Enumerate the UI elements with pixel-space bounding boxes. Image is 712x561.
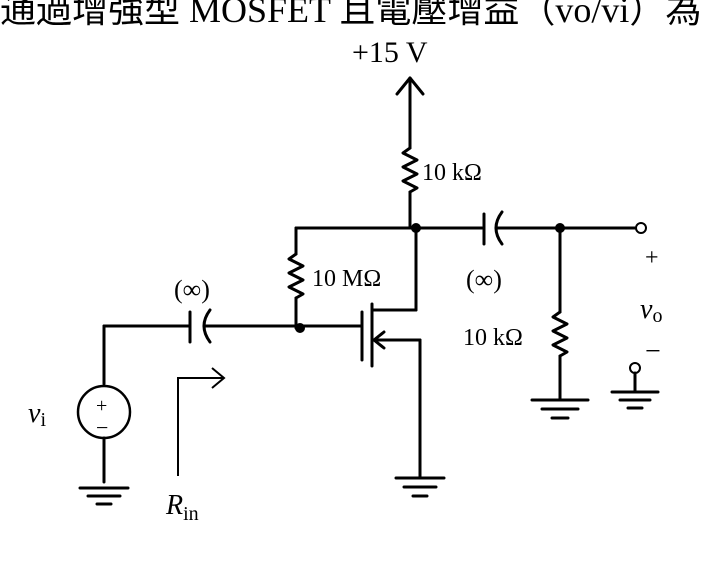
load-resistor xyxy=(551,226,569,402)
input-capacitor xyxy=(102,308,364,344)
input-ground xyxy=(78,486,130,506)
load-ground xyxy=(530,398,590,420)
supply-label: +15 V xyxy=(352,36,428,69)
vo-label: vo xyxy=(640,294,662,327)
source-plus: + xyxy=(96,395,107,417)
load-resistor-label: 10 kΩ xyxy=(463,325,523,351)
rin-label: Rin xyxy=(165,490,199,525)
output-capacitor xyxy=(482,210,638,246)
output-terminal xyxy=(635,222,647,234)
source-minus: − xyxy=(96,415,108,440)
vo-plus: + xyxy=(645,245,659,271)
rin-arrow xyxy=(177,367,226,476)
output-capacitor-label: (∞) xyxy=(466,265,502,294)
input-capacitor-label: (∞) xyxy=(174,275,210,304)
vo-minus: − xyxy=(645,336,661,367)
mosfet xyxy=(360,226,422,480)
drain-resistor xyxy=(401,146,419,230)
feedback-resistor-label: 10 MΩ xyxy=(312,266,381,292)
drain-resistor-label: 10 kΩ xyxy=(422,160,482,186)
source-ground xyxy=(394,476,446,498)
output-ground xyxy=(610,362,660,410)
supply-arrow xyxy=(395,76,425,150)
vi-label: vi xyxy=(28,398,46,431)
header-text: 通過增強型 MOSFET 且電壓增益（vo/vi）為 xyxy=(0,0,701,30)
input-source xyxy=(76,324,132,484)
feedback-resistor xyxy=(287,226,305,330)
